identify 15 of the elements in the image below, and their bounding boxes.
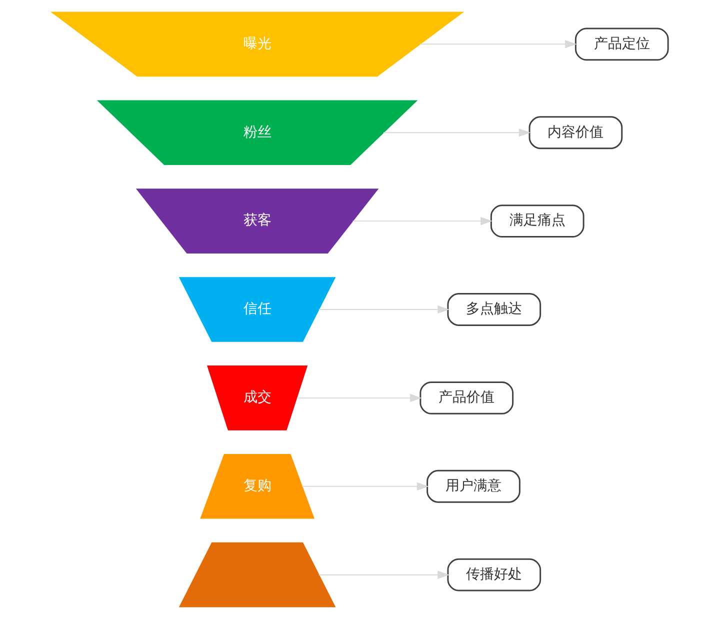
- node-box: 产品定位: [574, 28, 669, 61]
- node-box: 满足痛点: [490, 204, 584, 238]
- arrow: [318, 570, 450, 579]
- arrow: [352, 216, 492, 226]
- node-box: 内容价值: [528, 116, 623, 150]
- node-box: 传播好处: [447, 558, 542, 592]
- node-box: 多点触达: [447, 293, 542, 326]
- node-box: 产品价值: [420, 381, 514, 414]
- node-trapezoid: [178, 542, 336, 608]
- node-box: 用户满意: [426, 470, 520, 503]
- arrow: [318, 305, 450, 314]
- arrow: [420, 40, 577, 48]
- arrow: [302, 482, 429, 491]
- arrow: [383, 128, 531, 137]
- arrow: [296, 394, 422, 402]
